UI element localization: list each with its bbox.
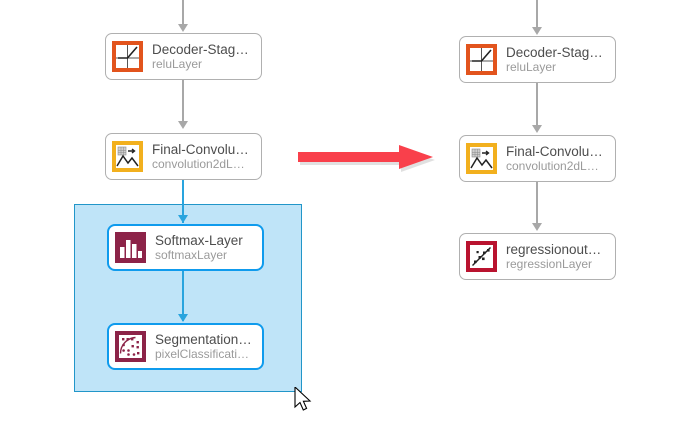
layer-node-right-relu[interactable]: Decoder-Stag… reluLayer: [459, 36, 616, 83]
layer-node-labels: Softmax-Layer softmaxLayer: [155, 233, 243, 263]
layer-title: Decoder-Stag…: [506, 44, 603, 60]
relu-layer-icon: [466, 44, 497, 75]
layer-node-labels: Segmentation… pixelClassificati…: [155, 332, 252, 362]
pixel-classification-layer-icon: [115, 331, 146, 362]
connector-into-right-relu: [536, 0, 538, 28]
arrowhead-into-left-softmax: [178, 215, 188, 223]
layer-node-right-conv[interactable]: Final-Convolu… convolution2dL…: [459, 135, 616, 182]
layer-subtitle: pixelClassificati…: [155, 346, 250, 361]
arrowhead-into-left-relu: [178, 24, 188, 32]
connector-right-relu-to-conv: [536, 82, 538, 126]
layer-node-left-conv[interactable]: Final-Convolu… convolution2dL…: [105, 133, 262, 180]
layer-title: Final-Convolu…: [506, 143, 603, 159]
layer-title: Final-Convolu…: [152, 141, 249, 157]
layer-node-left-relu[interactable]: Decoder-Stag… reluLayer: [105, 33, 262, 80]
red-transform-arrow: [298, 142, 438, 176]
convolution2d-layer-icon: [466, 143, 497, 174]
connector-right-conv-to-regression: [536, 181, 538, 224]
layer-subtitle: convolution2dL…: [506, 158, 599, 173]
relu-layer-icon: [112, 41, 143, 72]
connector-left-relu-to-conv: [182, 80, 184, 122]
arrowhead-into-right-relu: [532, 27, 542, 35]
layer-node-labels: Final-Convolu… convolution2dL…: [152, 142, 249, 172]
layer-title: Segmentation…: [155, 331, 252, 347]
layer-subtitle: reluLayer: [506, 59, 557, 74]
arrowhead-into-right-conv: [532, 125, 542, 133]
layer-node-left-softmax[interactable]: Softmax-Layer softmaxLayer: [107, 224, 264, 271]
layer-node-labels: Final-Convolu… convolution2dL…: [506, 144, 603, 174]
connector-left-conv-to-softmax: [182, 179, 184, 223]
layer-subtitle: regressionLayer: [506, 256, 593, 271]
softmax-layer-icon: [115, 232, 146, 263]
layer-title: regressionout…: [506, 241, 602, 257]
arrowhead-into-left-conv: [178, 121, 188, 129]
layer-subtitle: convolution2dL…: [152, 156, 245, 171]
connector-into-left-relu: [182, 0, 184, 25]
layer-node-labels: Decoder-Stag… reluLayer: [152, 42, 249, 72]
layer-subtitle: softmaxLayer: [155, 247, 228, 262]
arrowhead-into-left-pixel: [178, 314, 188, 322]
arrowhead-into-right-regression: [532, 223, 542, 231]
connector-left-softmax-to-pixel: [182, 271, 184, 321]
layer-subtitle: reluLayer: [152, 56, 203, 71]
layer-node-labels: Decoder-Stag… reluLayer: [506, 45, 603, 75]
mouse-pointer: [294, 385, 314, 415]
regression-output-layer-icon: [466, 241, 497, 272]
convolution2d-layer-icon: [112, 141, 143, 172]
layer-title: Softmax-Layer: [155, 232, 243, 248]
layer-node-labels: regressionout… regressionLayer: [506, 242, 601, 272]
layer-node-left-pixel[interactable]: Segmentation… pixelClassificati…: [107, 323, 264, 370]
layer-title: Decoder-Stag…: [152, 41, 249, 57]
layer-node-right-regression[interactable]: regressionout… regressionLayer: [459, 233, 616, 280]
